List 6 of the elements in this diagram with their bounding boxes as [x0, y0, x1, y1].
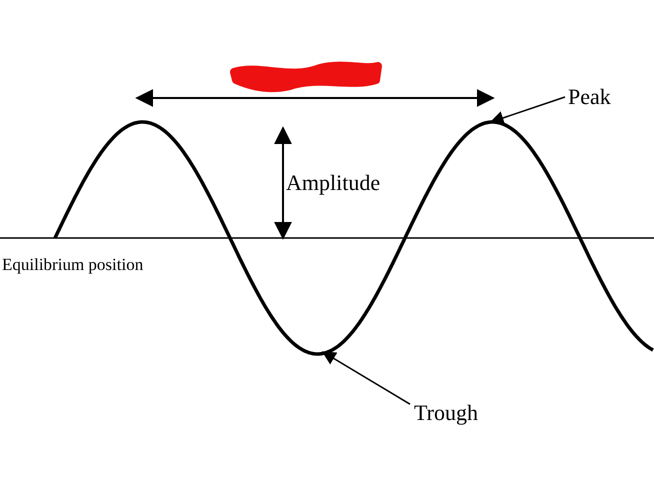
- leader-line: [490, 96, 566, 125]
- axis-label: Equilibrium position: [2, 256, 144, 273]
- part-label: Trough: [414, 402, 478, 424]
- leader-line: [322, 351, 410, 405]
- part-label: Peak: [568, 86, 611, 108]
- amplitude-label: Amplitude: [286, 172, 380, 194]
